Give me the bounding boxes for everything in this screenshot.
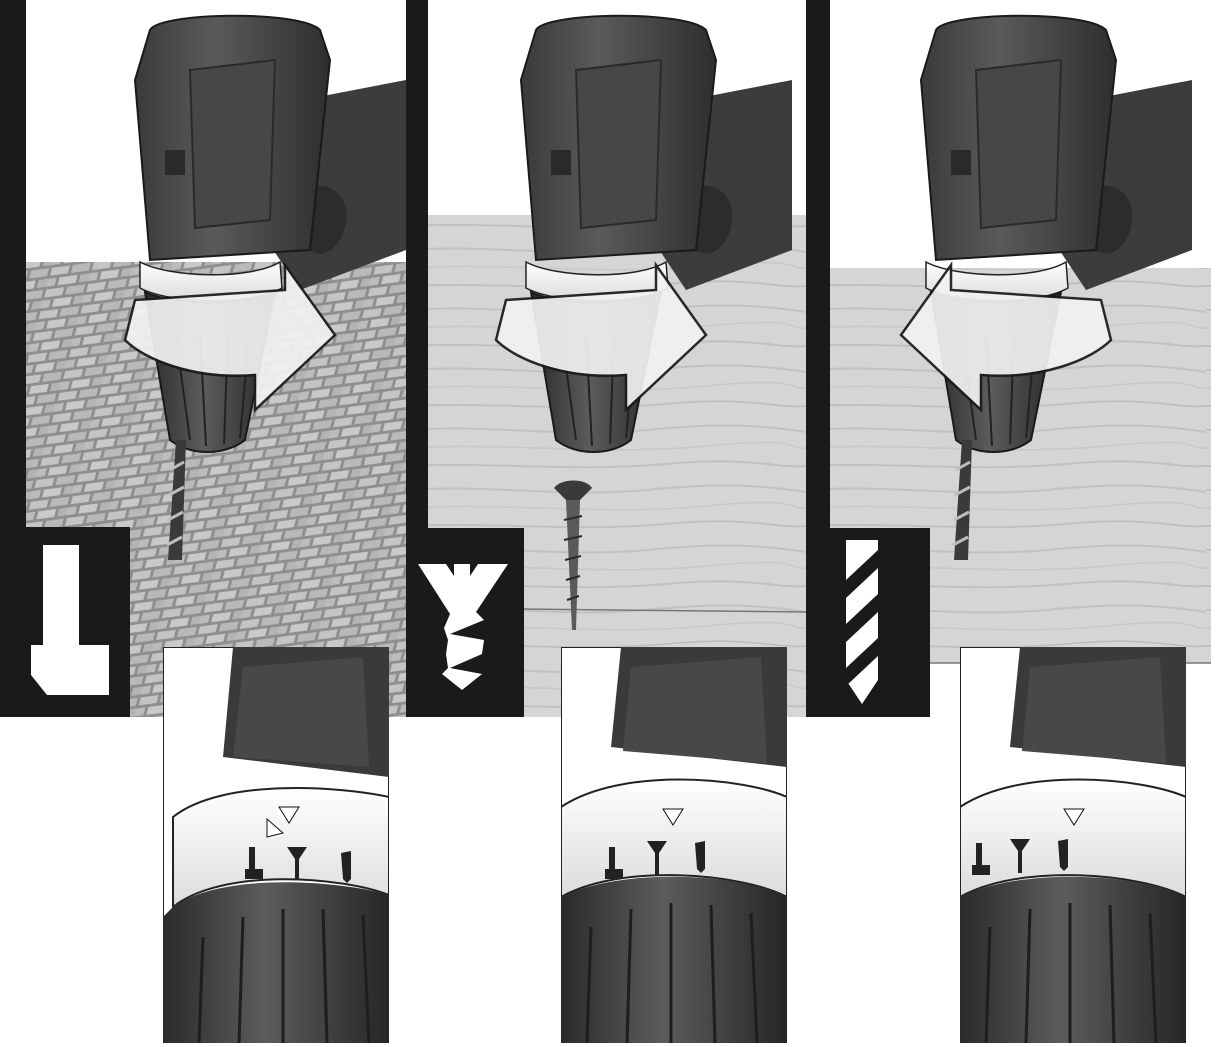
- panel-screwdriving: [406, 0, 812, 717]
- panel-hammer-drill: [0, 0, 406, 717]
- inset-mode-collar-hammer: [163, 647, 389, 1043]
- mode-icon-box: [5, 527, 130, 717]
- panel-drilling: [806, 0, 1219, 717]
- mode-icon-box: [406, 528, 524, 717]
- inset-mode-collar-screw: [561, 647, 787, 1043]
- drill-bit-icon: [846, 540, 878, 704]
- mode-icon-box: [806, 528, 930, 717]
- inset-mode-collar-drill: [960, 647, 1186, 1043]
